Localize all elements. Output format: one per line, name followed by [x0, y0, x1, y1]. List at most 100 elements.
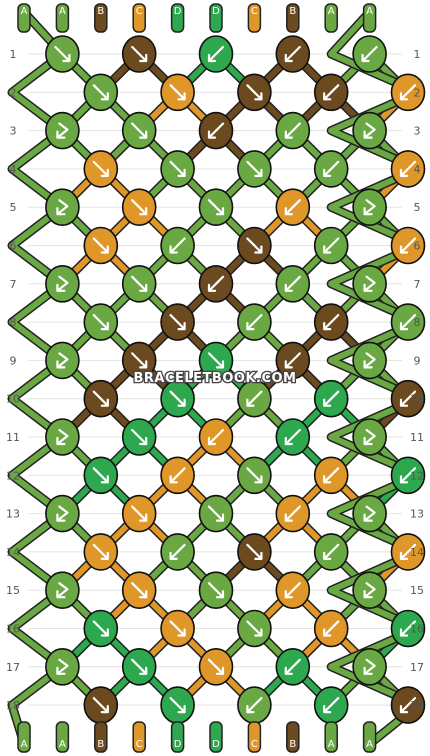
row-number: 13	[410, 508, 424, 521]
row-number: 15	[6, 584, 20, 597]
knot-arrow-icon	[284, 122, 301, 139]
strand-label: A	[21, 6, 28, 17]
knot-arrow-icon	[207, 275, 225, 292]
knot-arrow-icon	[56, 352, 69, 369]
strand-label: D	[174, 6, 182, 17]
knot	[352, 111, 387, 150]
knot	[45, 418, 80, 456]
row-number: 3	[414, 125, 421, 138]
knot-arrow-icon	[323, 697, 340, 714]
knot	[352, 341, 387, 380]
strand-end	[324, 721, 338, 753]
row-number: 8	[10, 316, 17, 329]
knot	[45, 264, 80, 303]
knot-arrow-icon	[131, 352, 148, 369]
knot	[352, 418, 387, 456]
row-number: 11	[6, 431, 20, 444]
row-number: 9	[10, 354, 17, 367]
knot-arrow-icon	[246, 160, 263, 177]
knot-arrow-icon	[169, 237, 186, 254]
knot-arrow-icon	[399, 160, 417, 177]
row-number: 13	[6, 508, 20, 521]
row-number: 3	[10, 125, 17, 138]
knot-arrow-icon	[284, 275, 301, 292]
knot-arrow-icon	[92, 697, 109, 714]
knot-arrow-icon	[323, 620, 340, 637]
strand-end	[170, 721, 185, 753]
row-number: 17	[410, 661, 424, 674]
knot-arrow-icon	[284, 658, 301, 675]
knot-arrow-icon	[284, 45, 301, 63]
knot-arrow-icon	[246, 467, 263, 484]
knot-arrow-icon	[284, 505, 301, 522]
knot-arrow-icon	[323, 84, 340, 101]
knot-arrow-icon	[399, 543, 417, 560]
row-number: 4	[414, 163, 421, 176]
knot-arrow-icon	[131, 122, 148, 139]
knot-arrow-icon	[131, 582, 148, 599]
knot-arrow-icon	[284, 428, 301, 446]
strand-end	[209, 3, 223, 33]
knot-arrow-icon	[323, 314, 340, 331]
knot-arrow-icon	[363, 582, 376, 599]
knot	[352, 647, 387, 686]
strand-end	[94, 721, 108, 753]
strand-label: D	[212, 739, 220, 750]
row-number: 18	[6, 699, 20, 712]
strand-end	[286, 3, 300, 33]
knot-arrow-icon	[56, 122, 69, 139]
row-number: 12	[6, 469, 20, 482]
knot-arrow-icon	[323, 160, 340, 177]
knot-arrow-icon	[169, 314, 186, 331]
strand-end	[170, 3, 185, 33]
strand-label: A	[59, 739, 66, 750]
knot-arrow-icon	[207, 122, 225, 139]
knot-arrow-icon	[284, 352, 301, 369]
knot-arrow-icon	[169, 84, 186, 101]
watermark: BRACELETBOOK.COM	[134, 371, 297, 386]
knot	[352, 264, 387, 303]
knot-arrow-icon	[54, 45, 71, 63]
knot-arrow-icon	[92, 390, 109, 407]
knot-arrow-icon	[363, 352, 376, 369]
knot-arrow-icon	[169, 697, 186, 714]
knot-arrow-icon	[246, 543, 263, 560]
knot-arrow-icon	[323, 237, 340, 254]
knot-arrow-icon	[207, 658, 225, 675]
knot-arrow-icon	[131, 428, 148, 446]
strand-label: A	[328, 6, 335, 17]
knot-arrow-icon	[363, 199, 376, 216]
knot	[45, 341, 80, 380]
row-number: 2	[10, 86, 17, 99]
strand-label: A	[366, 739, 373, 750]
strand-label: B	[97, 739, 104, 750]
knot-arrow-icon	[363, 428, 376, 446]
row-number: 14	[6, 546, 20, 559]
knot-arrow-icon	[207, 45, 225, 63]
knot-arrow-icon	[246, 390, 263, 407]
knot-arrow-icon	[169, 543, 186, 560]
row-number: 8	[414, 316, 421, 329]
knot-arrow-icon	[284, 199, 301, 216]
row-number: 14	[410, 546, 424, 559]
strand-end	[55, 3, 70, 33]
knot-arrow-icon	[207, 199, 225, 216]
knot-arrow-icon	[169, 160, 186, 177]
knot-arrow-icon	[169, 390, 186, 407]
knot-arrow-icon	[363, 275, 376, 292]
knot	[45, 111, 80, 150]
strand-end	[55, 721, 70, 753]
knot-arrow-icon	[92, 620, 109, 637]
knot-arrow-icon	[363, 505, 376, 522]
knot	[352, 494, 387, 533]
knot	[45, 188, 80, 226]
row-number: 16	[6, 623, 20, 636]
knot-arrow-icon	[56, 428, 69, 446]
strand-label: A	[328, 739, 335, 750]
strand-label: A	[366, 6, 373, 17]
